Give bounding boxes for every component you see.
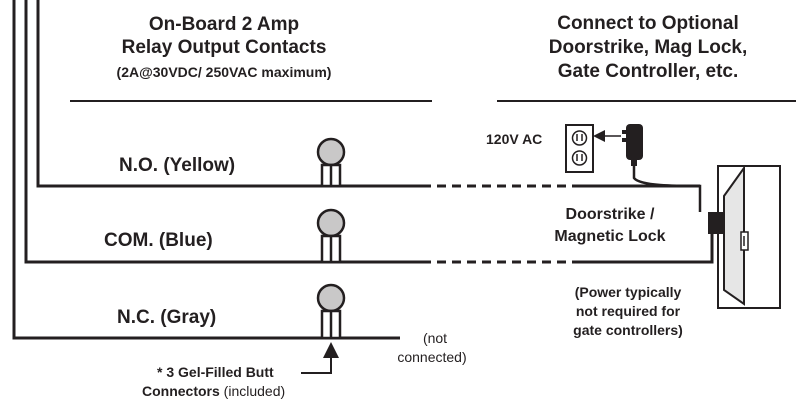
butt-connector-com xyxy=(316,208,346,264)
not-connected-line1: (not xyxy=(422,330,448,346)
power-note-line2: not required for xyxy=(575,303,681,319)
wire-label-com: COM. (Blue) xyxy=(104,230,213,251)
power-adapter-icon xyxy=(622,124,643,166)
wire-nc-gray xyxy=(12,0,400,340)
power-note-line3: gate controllers) xyxy=(573,322,683,338)
door-icon xyxy=(717,164,781,309)
relay-header-line2: Relay Output Contacts xyxy=(121,37,327,58)
connectors-note-line2: Connectors (included) xyxy=(142,383,285,399)
butt-connector-no xyxy=(316,137,346,188)
wire-adapter-to-lock xyxy=(632,166,702,212)
power-note-line1: (Power typically xyxy=(574,284,682,300)
wire-com-blue xyxy=(24,0,422,264)
optional-devices-line1: Connect to Optional xyxy=(557,13,739,34)
wire-label-nc: N.C. (Gray) xyxy=(117,307,217,328)
butt-connector-nc xyxy=(316,283,346,340)
doorstrike-block xyxy=(708,212,724,234)
connectors-note-line1: * 3 Gel-Filled Butt xyxy=(157,364,274,380)
connector-pointer-arrow xyxy=(301,342,339,374)
optional-devices-line3: Gate Controller, etc. xyxy=(557,61,739,82)
not-connected-line2: connected) xyxy=(397,349,467,365)
connectors-bold-text: Connectors xyxy=(142,383,220,399)
lock-label-line1: Doorstrike / xyxy=(565,206,655,223)
relay-header-line1: On-Board 2 Amp xyxy=(148,14,300,35)
connectors-included-text: (included) xyxy=(219,383,286,399)
optional-devices-line2: Doorstrike, Mag Lock, xyxy=(548,37,748,58)
power-label: 120V AC xyxy=(486,131,543,147)
wire-com-to-lock xyxy=(578,232,714,264)
wire-label-no: N.O. (Yellow) xyxy=(119,155,236,176)
relay-rating-subtitle: (2A@30VDC/ 250VAC maximum) xyxy=(116,64,332,80)
wall-outlet-icon xyxy=(565,124,594,173)
lock-label-line2: Magnetic Lock xyxy=(554,228,666,245)
wire-no-yellow xyxy=(36,0,422,188)
